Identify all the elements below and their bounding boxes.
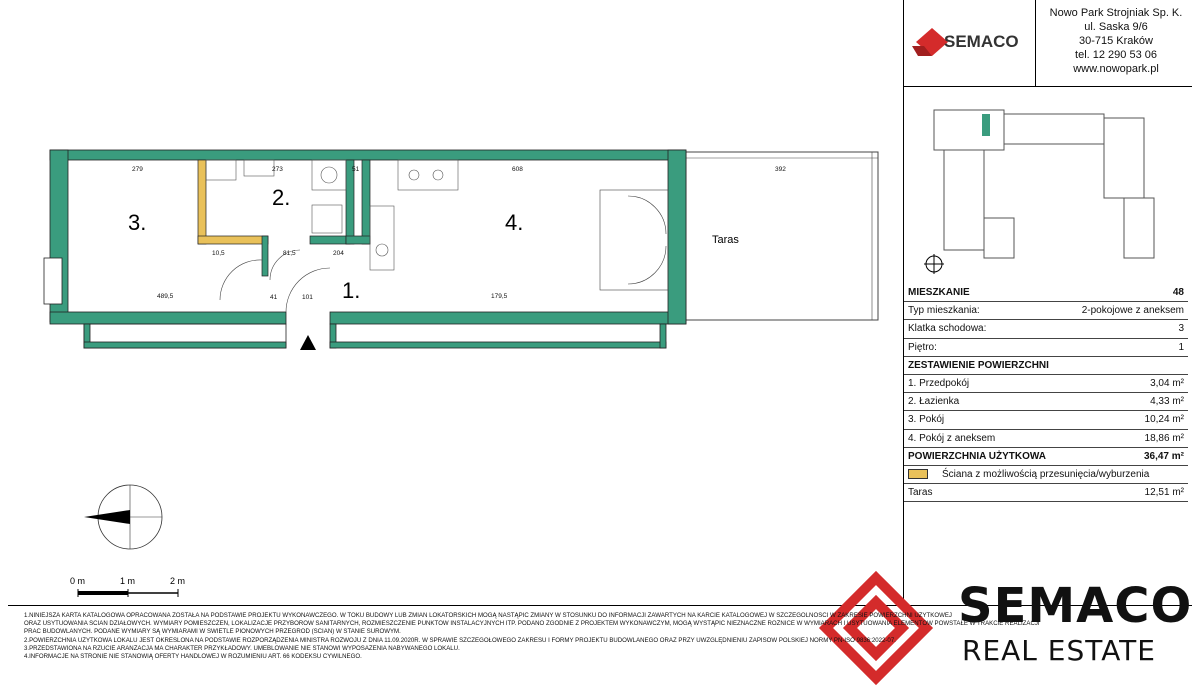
info-value xyxy=(1067,356,1188,375)
semaco-logo-small: SEMACO xyxy=(904,0,1034,82)
building-site-map xyxy=(904,88,1192,284)
info-value: 3,04 m² xyxy=(1067,374,1188,394)
info-label: 4. Pokój z aneksem xyxy=(904,429,1068,448)
frame-header-divider xyxy=(904,86,1192,87)
svg-text:489,5: 489,5 xyxy=(157,293,174,300)
svg-text:279: 279 xyxy=(132,166,143,173)
floor-plan: 279 273 51 608 392 10,5 81,5 204 41 101 … xyxy=(43,149,879,597)
watermark-subtitle: REAL ESTATE xyxy=(962,634,1156,667)
company-website[interactable]: www.nowopark.pl xyxy=(1073,63,1159,75)
info-label: Typ mieszkania: xyxy=(904,301,1068,321)
svg-text:81,5: 81,5 xyxy=(283,250,296,257)
scale-bar: 0 m 1 m 2 m xyxy=(70,576,185,597)
company-phone: tel. 12 290 53 06 xyxy=(1075,49,1157,61)
window-left xyxy=(43,257,63,305)
info-value: 48 xyxy=(1067,284,1188,303)
svg-text:101: 101 xyxy=(302,294,313,301)
svg-text:179,5: 179,5 xyxy=(491,293,508,300)
frame-right-divider xyxy=(903,0,904,606)
svg-text:51: 51 xyxy=(352,166,360,173)
frame-logo-divider xyxy=(1035,0,1036,86)
info-value: 10,24 m² xyxy=(1067,410,1188,430)
info-label: 3. Pokój xyxy=(904,410,1068,430)
svg-text:204: 204 xyxy=(333,250,344,257)
site-compass-icon xyxy=(924,254,944,274)
info-row: Piętro:1 xyxy=(904,338,1188,357)
info-label: 1. Przedpokój xyxy=(904,374,1068,394)
company-address: Nowo Park Strojniak Sp. K. ul. Saska 9/6… xyxy=(1036,6,1196,76)
info-label: Taras xyxy=(904,483,1068,503)
svg-text:0 m: 0 m xyxy=(70,576,85,586)
info-label: 2. Łazienka xyxy=(904,392,1068,412)
bathroom-fixtures xyxy=(205,159,347,234)
entrance-arrow-icon xyxy=(300,335,316,350)
svg-text:608: 608 xyxy=(512,166,523,173)
company-street: ul. Saska 9/6 xyxy=(1084,21,1148,33)
interior-walls xyxy=(197,159,371,277)
svg-text:10,5: 10,5 xyxy=(212,250,225,257)
semaco-watermark-logo xyxy=(816,570,936,690)
room-label-4: 4. xyxy=(505,210,523,235)
room-label-2: 2. xyxy=(272,185,290,210)
svg-text:SEMACO: SEMACO xyxy=(944,32,1019,51)
compass-icon xyxy=(84,484,163,550)
dimension-labels: 279 273 51 608 392 10,5 81,5 204 41 101 … xyxy=(132,166,786,301)
company-name: Nowo Park Strojniak Sp. K. xyxy=(1049,7,1183,19)
legal-notes: 1.NINIEJSZA KARTA KATALOGOWA OPRACOWANA … xyxy=(24,612,1040,661)
svg-text:1 m: 1 m xyxy=(120,576,135,586)
info-row: Ściana z możliwością przesunięcia/wyburz… xyxy=(904,465,1188,485)
room-label-1: 1. xyxy=(342,278,360,303)
info-value: 12,51 m² xyxy=(1067,483,1188,503)
info-value: 3 xyxy=(1067,319,1188,339)
svg-text:392: 392 xyxy=(775,166,786,173)
info-row: ZESTAWIENIE POWIERZCHNI xyxy=(904,356,1188,375)
info-label: ZESTAWIENIE POWIERZCHNI xyxy=(904,356,1068,375)
kitchen-fixtures xyxy=(369,159,459,271)
info-label: MIESZKANIE xyxy=(904,284,1068,303)
info-value: 1 xyxy=(1067,338,1188,357)
terrace-label: Taras xyxy=(712,234,739,246)
door-swings xyxy=(219,249,331,313)
terrace-area xyxy=(685,151,879,321)
info-value: 18,86 m² xyxy=(1067,429,1188,448)
info-row: Typ mieszkania:2-pokojowe z aneksem xyxy=(904,301,1188,321)
info-label: Piętro: xyxy=(904,338,1068,357)
info-value: 2-pokojowe z aneksem xyxy=(1067,301,1188,321)
info-value: 36,47 m² xyxy=(1067,447,1188,466)
watermark-word: SEMACO xyxy=(958,578,1193,634)
svg-text:2 m: 2 m xyxy=(170,576,185,586)
info-label: POWIERZCHNIA UŻYTKOWA xyxy=(904,447,1068,466)
svg-text:41: 41 xyxy=(270,294,278,301)
legend-swatch xyxy=(908,469,928,480)
svg-text:273: 273 xyxy=(272,166,283,173)
info-value: 4,33 m² xyxy=(1067,392,1188,412)
info-row: Klatka schodowa:3 xyxy=(904,319,1188,339)
company-city: 30-715 Kraków xyxy=(1079,35,1153,47)
frame-bottom-divider xyxy=(8,605,1192,606)
info-label: Klatka schodowa: xyxy=(904,319,1068,339)
balcony-door xyxy=(599,189,669,291)
room-label-3: 3. xyxy=(128,210,146,235)
